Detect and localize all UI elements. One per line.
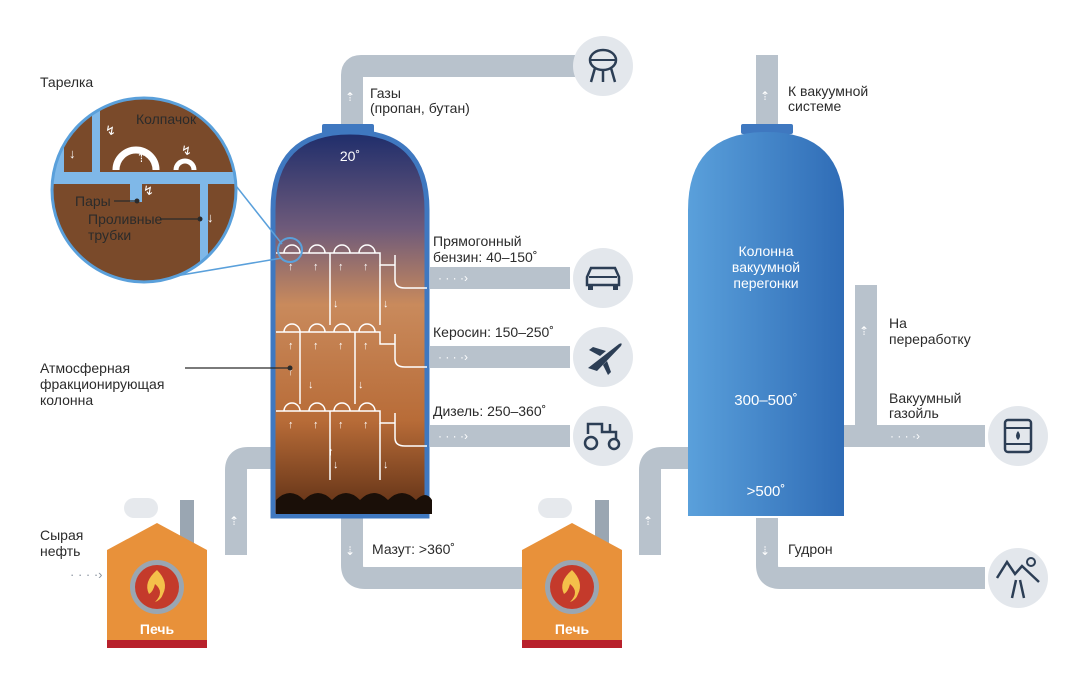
label-crude-1: Сырая (40, 527, 83, 543)
label-crude-2: нефть (40, 543, 80, 559)
label-vgo-1: Вакуумный (889, 390, 962, 406)
svg-text:↑: ↑ (288, 340, 294, 352)
flow-arrow-down: ⇣ (760, 544, 770, 558)
flow-arrow-right: · · · ·› (438, 429, 468, 443)
zoom-target (277, 237, 303, 263)
svg-text:↑: ↑ (363, 261, 369, 273)
atmospheric-column: ↑ ↑ ↑ ↑ ↑ ↑ ↑ ↑ ↑ ↑ ↑ ↑ ↓ ↓ ↓ ↓ ↓ ↓ ↑ ↑ (270, 124, 432, 519)
pipes (225, 55, 985, 589)
label-tar: Гудрон (788, 541, 833, 557)
tray-arrows: ↑ ↑ ↑ ↑ ↑ ↑ ↑ ↑ ↑ ↑ ↑ ↑ ↓ ↓ ↓ ↓ ↓ ↓ ↑ ↑ (288, 261, 389, 471)
svg-text:↑: ↑ (313, 419, 319, 431)
label-vapors: Пары (75, 193, 111, 209)
tractor-icon (573, 406, 633, 466)
flame-icon (562, 570, 580, 602)
label-vgo-2: газойль (889, 405, 939, 421)
label-kerosene: Керосин: 150–250˚ (433, 324, 554, 340)
label-downcomer-1: Проливные (88, 211, 163, 227)
trays (276, 244, 427, 480)
flow-arrows: ⇡ ⇡ ⇡ ⇡ ⇡ ⇣ ⇣ · · · ·› · · · ·› · · · ·›… (229, 89, 920, 558)
svg-text:↯: ↯ (143, 183, 154, 198)
label-recycle-2: переработку (889, 331, 971, 347)
furnace-2 (522, 498, 622, 648)
car-icon (573, 248, 633, 308)
svg-text:↓: ↓ (383, 459, 389, 471)
svg-text:↯: ↯ (181, 143, 192, 158)
svg-text:↓: ↓ (333, 298, 339, 310)
svg-text:↑: ↑ (288, 366, 294, 378)
svg-text:↑: ↑ (313, 340, 319, 352)
svg-text:↑: ↑ (288, 419, 294, 431)
label-vac-temp-mid: 300–500˚ (734, 392, 797, 409)
svg-text:↯: ↯ (105, 123, 116, 138)
svg-text:↑: ↑ (338, 261, 344, 273)
label-furnace-2: Печь (555, 621, 590, 637)
label-gasoline-1: Прямогонный (433, 233, 522, 249)
flow-arrow-up: ⇡ (229, 514, 239, 528)
svg-text:↑: ↑ (363, 340, 369, 352)
flow-arrow-right: · · · ·› (890, 429, 920, 443)
flow-arrow-up: ⇡ (345, 90, 355, 104)
label-column-1: Атмосферная (40, 360, 130, 376)
label-vac-temp-bot: >500˚ (747, 483, 786, 500)
label-column-2: фракционирующая (40, 376, 164, 392)
airplane-icon (573, 327, 633, 387)
label-column-3: колонна (40, 392, 93, 408)
label-gases-1: Газы (370, 85, 401, 101)
svg-text:↑: ↑ (313, 261, 319, 273)
label-plate: Тарелка (40, 74, 93, 90)
flow-arrow-down: ⇣ (345, 544, 355, 558)
label-diesel: Дизель: 250–360˚ (433, 403, 546, 419)
label-downcomer-2: трубки (88, 227, 131, 243)
zoom-detail: ↓ ↓ ↯ ⇡ ↯ ↯ (50, 96, 283, 284)
flow-arrow-up: ⇡ (859, 324, 869, 338)
label-vac-system-1: К вакуумной (788, 83, 868, 99)
vacuum-column (688, 124, 844, 516)
flame-icon (147, 570, 165, 602)
svg-text:⇡: ⇡ (136, 150, 147, 165)
label-vac-col-1: Колонна (739, 243, 794, 259)
svg-text:↓: ↓ (308, 379, 314, 391)
flow-arrow-up: ⇡ (760, 89, 770, 103)
svg-text:↓: ↓ (69, 146, 76, 161)
svg-text:↑: ↑ (338, 340, 344, 352)
label-vac-col-3: перегонки (733, 275, 798, 291)
label-top-temp: 20˚ (340, 148, 360, 164)
label-vac-system-2: системе (788, 98, 841, 114)
svg-text:↓: ↓ (207, 210, 214, 225)
svg-text:↓: ↓ (358, 379, 364, 391)
label-cap: Колпачок (136, 111, 197, 127)
svg-text:↓: ↓ (383, 298, 389, 310)
flow-arrow-right: · · · ·› (438, 350, 468, 364)
furnace-1 (107, 498, 207, 648)
road-icon (988, 548, 1048, 608)
svg-text:↓: ↓ (333, 459, 339, 471)
label-gasoline-2: бензин: 40–150˚ (433, 249, 538, 265)
label-recycle-1: На (889, 315, 907, 331)
label-mazut: Мазут: >360˚ (372, 541, 455, 557)
oil-barrel-icon (988, 406, 1048, 466)
flow-arrow-right: · · · ·› (438, 271, 468, 285)
flow-arrow-up: ⇡ (643, 514, 653, 528)
label-furnace-1: Печь (140, 621, 175, 637)
svg-text:↑: ↑ (288, 261, 294, 273)
label-vac-col-2: вакуумной (732, 259, 800, 275)
svg-text:↑: ↑ (363, 419, 369, 431)
crude-arrow: · · · ·› (70, 567, 102, 582)
svg-text:↑: ↑ (328, 446, 334, 458)
gas-tank-icon (573, 36, 633, 96)
svg-text:↑: ↑ (338, 419, 344, 431)
labels: Тарелка Колпачок Пары Проливные трубки А… (40, 74, 971, 637)
label-gases-2: (пропан, бутан) (370, 100, 470, 116)
